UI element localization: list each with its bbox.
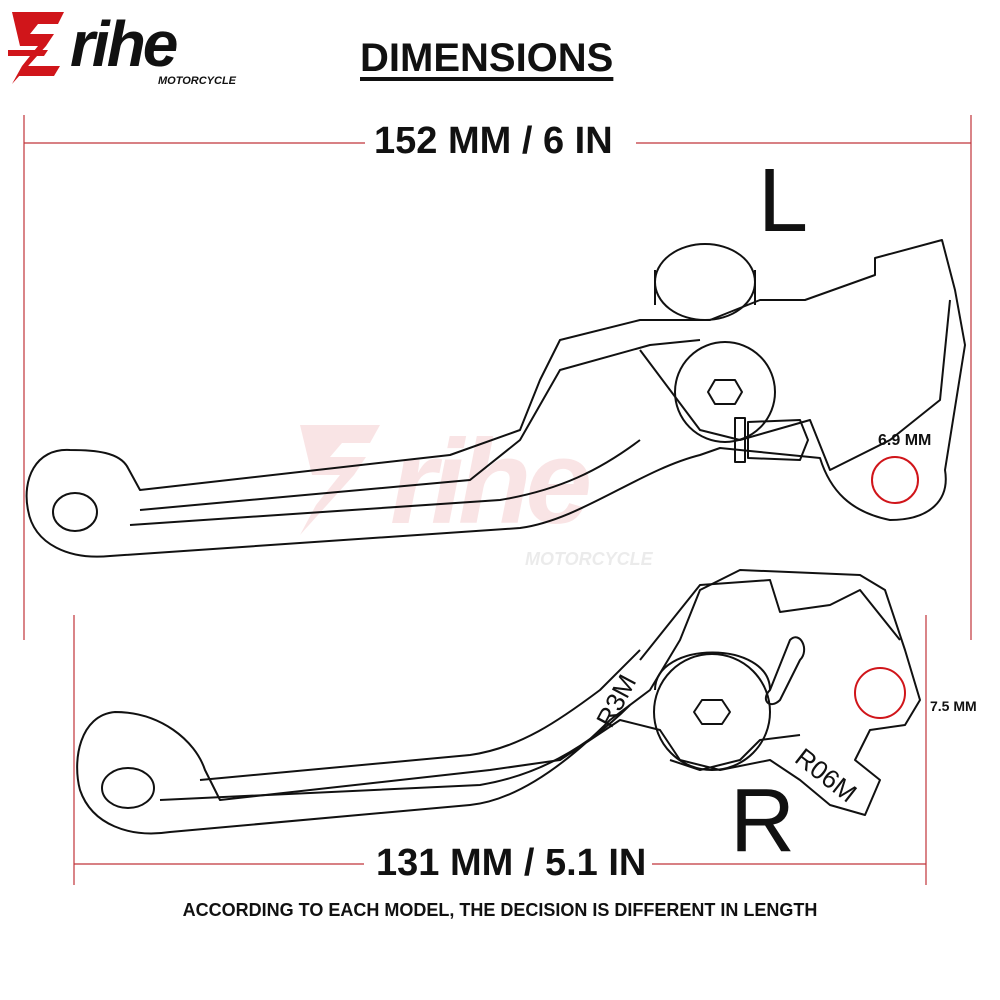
brand-wordmark: rihe xyxy=(70,8,177,80)
right-lever-inner-edge xyxy=(199,649,641,781)
right-pivot-cap xyxy=(654,651,771,691)
brand-watermark: rihe MOTORCYCLE xyxy=(300,415,654,569)
right-pivot-bolt-head xyxy=(653,653,771,771)
right-lever-lower-edge xyxy=(159,704,631,801)
right-lever-end-hole xyxy=(101,767,155,809)
left-lever-body xyxy=(25,239,966,558)
right-lever-body xyxy=(76,569,921,835)
right-lever-label: R xyxy=(730,771,795,871)
left-lever-length-label: 152 MM / 6 IN xyxy=(368,120,619,163)
left-pivot-cap xyxy=(654,243,756,321)
brand-z-mark xyxy=(8,12,64,84)
watermark-wordmark: rihe xyxy=(390,415,589,549)
right-hole-marker xyxy=(854,667,906,719)
left-hole-diameter-label: 6.9 MM xyxy=(878,432,932,449)
page-title: DIMENSIONS xyxy=(360,36,614,80)
right-lever-length-label: 131 MM / 5.1 IN xyxy=(370,842,653,885)
right-hex-socket xyxy=(693,699,731,725)
right-lever xyxy=(76,569,921,835)
left-hole-marker xyxy=(871,456,919,504)
left-lever-lower-edge xyxy=(129,439,641,526)
right-hole-diameter-label: 7.5 MM xyxy=(930,698,977,714)
left-lever-inner-edge xyxy=(139,339,701,511)
brand-logo: rihe MOTORCYCLE xyxy=(8,8,237,87)
watermark-tagline: MOTORCYCLE xyxy=(525,549,654,569)
left-lever-label: L xyxy=(758,151,809,251)
left-lever-end-hole xyxy=(52,492,98,532)
right-adjuster-edge xyxy=(669,734,801,771)
left-lever xyxy=(25,239,966,558)
left-pivot-bolt-head xyxy=(674,341,776,443)
brand-tagline: MOTORCYCLE xyxy=(158,75,237,87)
footnote: ACCORDING TO EACH MODEL, THE DECISION IS… xyxy=(182,900,818,920)
left-hex-socket xyxy=(707,379,743,405)
left-pivot-cap-sides xyxy=(654,270,756,305)
dimension-lines xyxy=(23,115,972,885)
left-perch-outline xyxy=(639,299,951,471)
right-perch-top xyxy=(639,579,901,661)
right-slot xyxy=(764,636,806,706)
left-adjuster-block xyxy=(734,417,809,463)
